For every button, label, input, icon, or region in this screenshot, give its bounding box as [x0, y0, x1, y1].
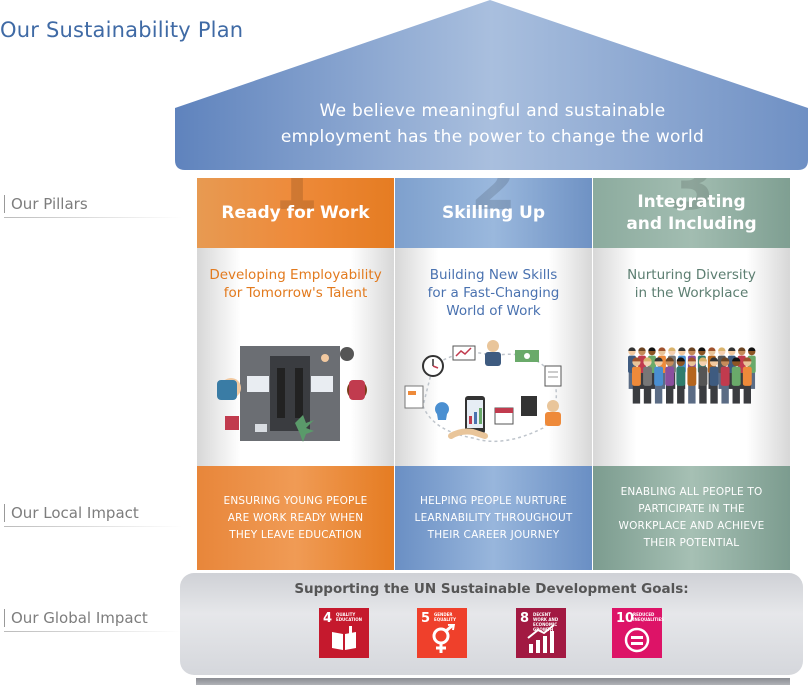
foundation-base — [196, 678, 790, 685]
impact-line: ENABLING ALL PEOPLE TO — [620, 486, 763, 498]
sdg-label: QUALITY EDUCATION — [336, 612, 362, 622]
pillar-body: Building New Skills for a Fast-Changing … — [395, 248, 592, 466]
pillar-heading: 3 Integrating and Including — [593, 178, 790, 248]
crowd-person — [643, 357, 652, 404]
pillar-subtitle-line: in the Workplace — [634, 285, 749, 301]
pillar-heading: 1 Ready for Work — [197, 178, 394, 248]
pillar-local-impact: ENABLING ALL PEOPLE TO PARTICIPATE IN TH… — [593, 466, 790, 570]
growth-chart-icon — [527, 624, 555, 653]
roof-line-1: We believe meaningful and sustainable — [319, 101, 666, 121]
pillar-subtitle-line: for a Fast-Changing — [427, 285, 560, 301]
pillar-subtitle-line: Developing Employability — [209, 267, 382, 283]
crowd-person — [676, 357, 686, 404]
pillar-local-impact: HELPING PEOPLE NURTURE LEARNABILITY THRO… — [395, 466, 592, 570]
pillar-subtitle-line: Building New Skills — [429, 267, 558, 283]
roof-statement: We believe meaningful and sustainable em… — [175, 98, 810, 150]
side-label-global: Our Global Impact — [4, 609, 148, 627]
side-line-local — [4, 526, 182, 527]
pillar-number: 2 — [470, 178, 517, 225]
sdg-number: 10 — [616, 611, 635, 626]
crowd-person — [720, 357, 730, 404]
crowd-person — [709, 357, 719, 404]
impact-line: THEIR CAREER JOURNEY — [427, 528, 560, 541]
impact-line: ENSURING YOUNG PEOPLE — [223, 494, 368, 507]
gender-icon — [432, 624, 456, 653]
pillar-heading-line: Ready for Work — [221, 203, 370, 223]
page-title: Our Sustainability Plan — [0, 18, 244, 42]
sdg-number: 8 — [520, 611, 530, 626]
impact-line: THEIR POTENTIAL — [643, 537, 740, 549]
pillar-subtitle: Developing Employability for Tomorrow's … — [205, 266, 386, 302]
crowd-person — [698, 357, 708, 404]
sdg-goal-8: 8 DECENT WORK AND ECONOMIC GROWTH — [516, 608, 566, 658]
sdg-number: 5 — [421, 611, 431, 626]
impact-line: ARE WORK READY WHEN — [227, 511, 364, 524]
crowd-person — [731, 357, 741, 404]
pillar-body: Developing Employability for Tomorrow's … — [197, 248, 394, 466]
pillar-heading-line: Integrating — [637, 192, 746, 212]
crowd-person — [742, 357, 752, 404]
impact-line: THEY LEAVE EDUCATION — [229, 528, 362, 541]
sdg-label: DECENT WORK AND ECONOMIC GROWTH — [533, 612, 559, 632]
sdg-label: GENDER EQUALITY — [434, 612, 457, 622]
roof-line-2: employment has the power to change the w… — [280, 127, 705, 147]
pillar-subtitle-line: Nurturing Diversity — [627, 267, 756, 283]
skills-network-illustration — [404, 340, 562, 443]
global-impact-title: Supporting the UN Sustainable Developmen… — [294, 581, 689, 597]
pillar-subtitle: Nurturing Diversity in the Workplace — [601, 266, 782, 302]
crowd-person — [654, 357, 664, 404]
side-label-pillars: Our Pillars — [4, 195, 88, 213]
sdg-label: REDUCED INEQUALITIES — [633, 612, 665, 622]
pillar-number: 1 — [272, 178, 319, 225]
desk-meeting-illustration — [217, 346, 367, 442]
crowd-person — [665, 357, 675, 404]
impact-line: PARTICIPATE IN THE — [638, 503, 745, 515]
pillar-subtitle: Building New Skills for a Fast-Changing … — [403, 266, 584, 320]
roof — [175, 0, 808, 170]
diverse-crowd-illustration — [628, 347, 756, 404]
pillar-subtitle-line: for Tomorrow's Talent — [223, 285, 368, 301]
pillar-local-impact: ENSURING YOUNG PEOPLE ARE WORK READY WHE… — [197, 466, 394, 570]
impact-line: WORKPLACE AND ACHIEVE — [618, 520, 765, 532]
sdg-goal-4: 4 QUALITY EDUCATION — [319, 608, 369, 658]
pillar-subtitle-line: World of Work — [446, 303, 541, 319]
book-icon — [332, 626, 356, 650]
pillar-integrating-and-including: 3 Integrating and Including Nurturing Di… — [593, 178, 790, 570]
crowd-person — [632, 357, 641, 404]
side-line-pillars — [4, 217, 182, 218]
pillar-heading-line: and Including — [626, 214, 757, 234]
equality-icon — [624, 627, 650, 653]
sdg-goal-5: 5 GENDER EQUALITY — [417, 608, 467, 658]
global-impact-panel: Supporting the UN Sustainable Developmen… — [180, 573, 803, 675]
sdg-number: 4 — [323, 611, 333, 626]
pillar-heading: 2 Skilling Up — [395, 178, 592, 248]
pillar-body: Nurturing Diversity in the Workplace — [593, 248, 790, 466]
sdg-goal-10: 10 REDUCED INEQUALITIES — [612, 608, 665, 658]
pillar-skilling-up: 2 Skilling Up Building New Skills for a … — [395, 178, 592, 570]
side-line-global — [4, 631, 182, 632]
crowd-person — [687, 357, 697, 404]
impact-line: HELPING PEOPLE NURTURE — [419, 494, 568, 507]
pillar-heading-line: Skilling Up — [441, 203, 546, 223]
impact-line: LEARNABILITY THROUGHOUT — [414, 511, 573, 524]
side-label-local: Our Local Impact — [4, 504, 139, 522]
pillar-ready-for-work: 1 Ready for Work Developing Employabilit… — [197, 178, 394, 570]
